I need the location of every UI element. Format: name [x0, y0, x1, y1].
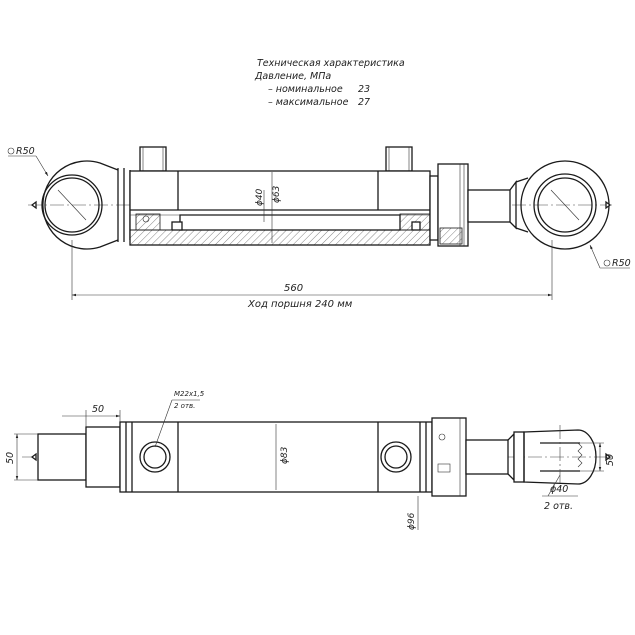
bottom-view: 50 50 M22x1,5 2 отв. ϕ83 ϕ96 50 ϕ40 2 от… — [5, 390, 616, 530]
stroke-label: Ход поршня 240 мм — [247, 299, 353, 310]
end-height-label: 50 — [5, 452, 16, 464]
spec-pressure: Давление, МПа — [254, 71, 331, 82]
top-port-right — [385, 146, 413, 172]
top-cylinder-tube — [129, 170, 431, 246]
spec-block: Техническая характеристика Давление, МПа… — [254, 58, 405, 108]
radius-callout-left: R50 — [7, 146, 49, 177]
end-length-label: 50 — [92, 404, 104, 415]
tube-diameter-label: ϕ83 — [280, 446, 290, 464]
radius-label-right: R50 — [612, 258, 631, 269]
top-right-eye — [520, 160, 612, 250]
top-rod — [467, 177, 529, 233]
spec-nominal-label: – номинальное — [268, 84, 343, 95]
pin-diameter-label: ϕ40 — [550, 484, 568, 495]
rod-diameter-label: ϕ40 — [255, 188, 265, 206]
bottom-dimensions: 50 50 M22x1,5 2 отв. ϕ83 ϕ96 50 ϕ40 2 от… — [5, 390, 616, 530]
port-left-circle — [139, 441, 171, 473]
right-height-label: 50 — [605, 454, 616, 466]
spec-nominal-value: 23 — [358, 84, 370, 95]
spec-max-label: – максимальное — [268, 97, 349, 108]
thread-qty-label: 2 отв. — [174, 402, 195, 410]
bottom-left-end — [30, 426, 121, 488]
bore-diameter-label: ϕ63 — [272, 185, 282, 203]
spec-max-value: 27 — [358, 97, 370, 108]
top-view: R50 R50 ϕ40 ϕ63 560 Ход поршня 240 мм — [7, 146, 631, 310]
length-label: 560 — [284, 283, 303, 294]
radius-label-left: R50 — [16, 146, 35, 157]
spec-title: Техническая характеристика — [257, 58, 405, 69]
top-diameter-marks: ϕ40 ϕ63 — [255, 172, 282, 243]
radius-callout-right: R50 — [589, 244, 631, 269]
pin-qty-label: 2 отв. — [544, 501, 573, 512]
top-port-left — [139, 146, 167, 172]
outer-diameter-label: ϕ96 — [407, 512, 417, 530]
port-right-circle — [380, 441, 412, 473]
bottom-rod — [465, 425, 612, 492]
thread-label: M22x1,5 — [174, 390, 205, 398]
top-gland — [429, 163, 469, 247]
bottom-gland — [431, 417, 467, 497]
length-dimension: 560 Ход поршня 240 мм — [71, 240, 553, 310]
